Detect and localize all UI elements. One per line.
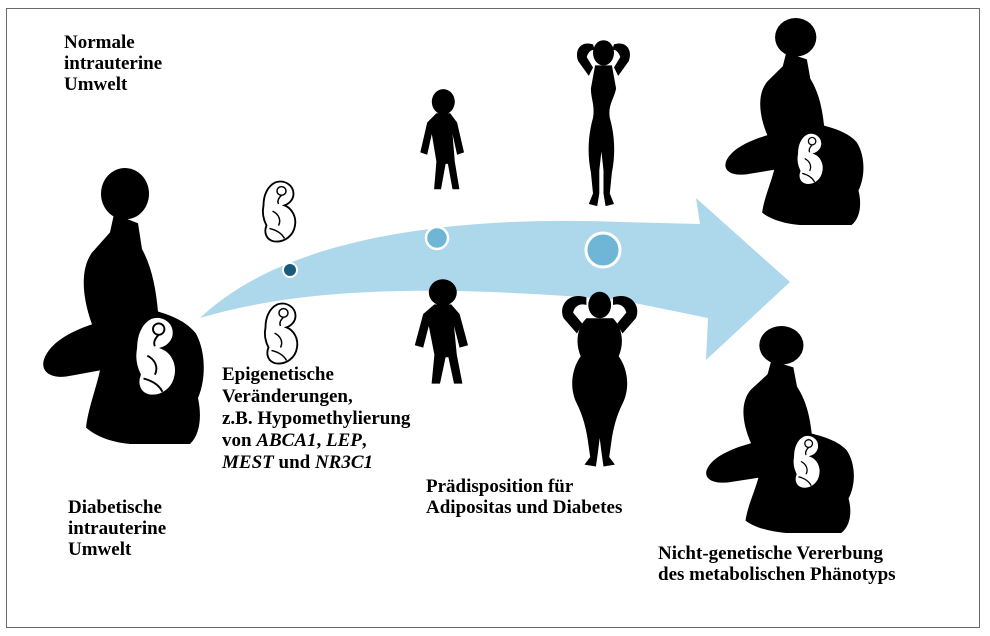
diabetic-environment-label: Diabetische intrauterine Umwelt [68, 497, 166, 560]
pregnant-woman-left-icon [43, 168, 204, 444]
stage-circle-medium [426, 227, 448, 249]
fetus-icon-lower [265, 304, 297, 364]
girl-upper-icon [420, 89, 464, 189]
stage-circle-large [586, 233, 620, 267]
gene-mest: MEST [222, 452, 274, 473]
obese-woman-icon [562, 292, 637, 467]
fetus-icon-upper [263, 182, 295, 242]
girl-lower-icon [415, 279, 468, 383]
gene-abca1: ABCA1 [256, 430, 316, 451]
epigenetic-changes-label: Epigenetische Veränderungen, z.B. Hypome… [222, 364, 410, 474]
fetus-left-icon [135, 317, 176, 396]
gene-lep: LEP [326, 430, 362, 451]
slim-woman-icon [577, 40, 630, 206]
gene-nr3c1: NR3C1 [315, 452, 373, 473]
pregnant-woman-top-right-icon [725, 18, 863, 225]
fetus-top-right-icon [797, 133, 824, 185]
inheritance-label: Nicht-genetische Vererbung des metabolis… [658, 543, 896, 585]
predisposition-label: Prädisposition für Adipositas und Diabet… [426, 476, 622, 518]
fetus-bottom-right-icon [793, 435, 821, 488]
normal-environment-label: Normale intrauterine Umwelt [64, 32, 162, 95]
stage-circle-small [283, 263, 297, 277]
pregnant-woman-bottom-right-icon [706, 326, 854, 533]
